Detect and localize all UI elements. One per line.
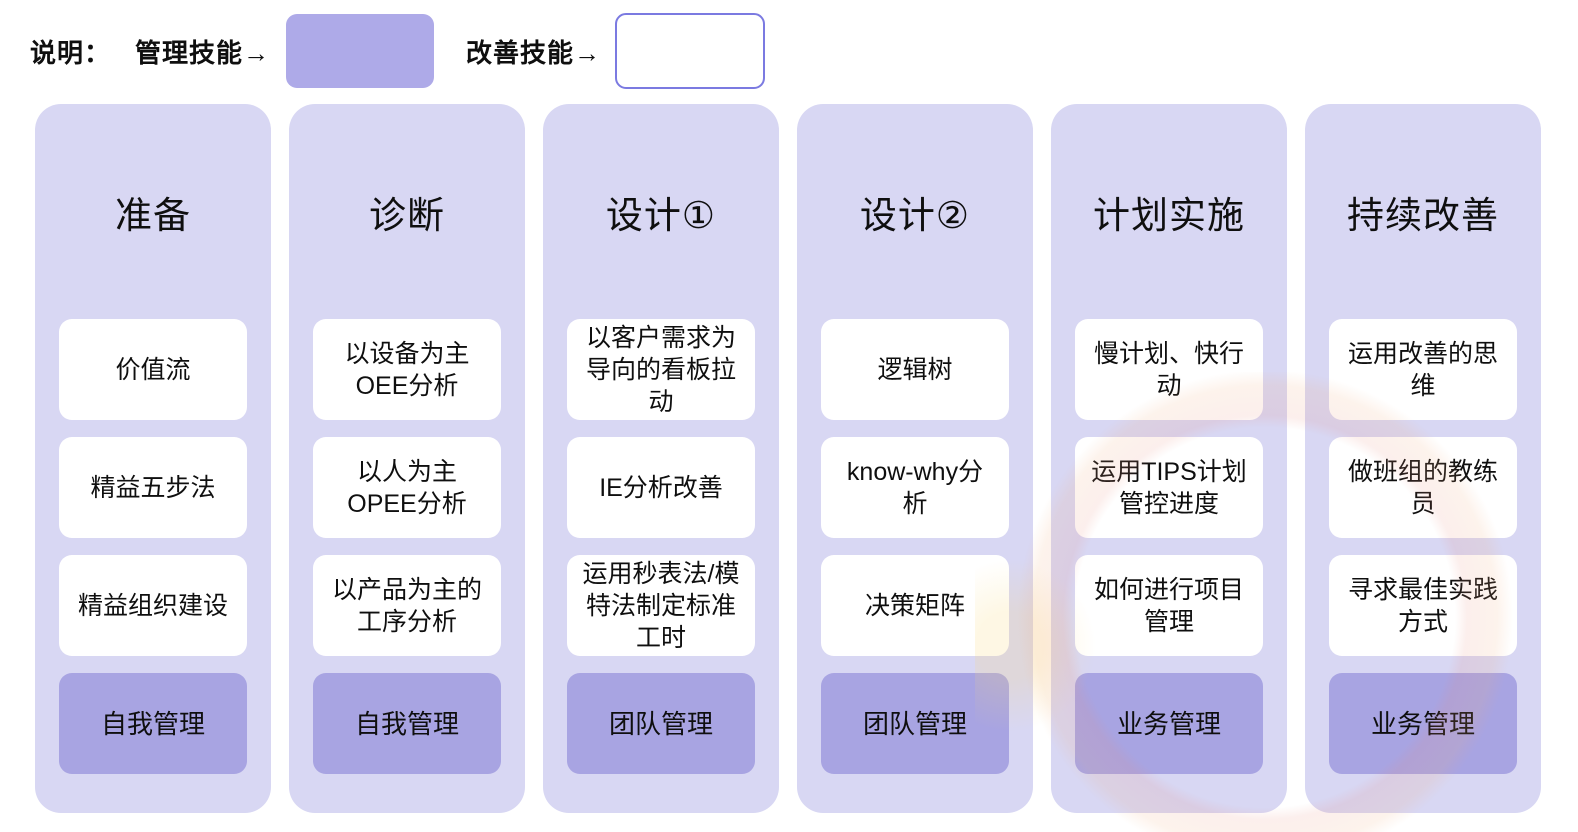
skill-card: IE分析改善: [567, 437, 755, 538]
skill-card: 如何进行项目管理: [1075, 555, 1263, 656]
stage-title: 诊断: [369, 194, 445, 236]
card-list: 逻辑树 know-why分析 决策矩阵 团队管理: [797, 319, 1033, 774]
skill-card: 慢计划、快行动: [1075, 319, 1263, 420]
skill-card: 寻求最佳实践方式: [1329, 555, 1517, 656]
improvement-skill-swatch: [615, 13, 766, 89]
management-skill-card: 自我管理: [313, 673, 501, 774]
skill-card: 精益五步法: [59, 437, 247, 538]
stage-column-plan-implement: 计划实施 慢计划、快行动 运用TIPS计划管控进度 如何进行项目管理 业务管理: [1051, 104, 1287, 813]
skill-card: 以产品为主的工序分析: [313, 555, 501, 656]
card-list: 慢计划、快行动 运用TIPS计划管控进度 如何进行项目管理 业务管理: [1051, 319, 1287, 774]
management-skill-card: 团队管理: [567, 673, 755, 774]
management-skill-card: 业务管理: [1075, 673, 1263, 774]
skill-matrix-board: 准备 价值流 精益五步法 精益组织建设 自我管理 诊断 以设备为主OEE分析 以…: [35, 104, 1578, 813]
stage-title: 持续改善: [1347, 194, 1499, 236]
card-list: 运用改善的思维 做班组的教练员 寻求最佳实践方式 业务管理: [1305, 319, 1541, 774]
card-list: 价值流 精益五步法 精益组织建设 自我管理: [35, 319, 271, 774]
skill-card: know-why分析: [821, 437, 1009, 538]
stage-column-design-2: 设计② 逻辑树 know-why分析 决策矩阵 团队管理: [797, 104, 1033, 813]
card-list: 以设备为主OEE分析 以人为主OPEE分析 以产品为主的工序分析 自我管理: [289, 319, 525, 774]
skill-card: 逻辑树: [821, 319, 1009, 420]
management-skill-card: 团队管理: [821, 673, 1009, 774]
skill-card: 以设备为主OEE分析: [313, 319, 501, 420]
legend-improvement-label: 改善技能→: [466, 37, 602, 68]
stage-title: 设计②: [859, 194, 971, 236]
management-skill-card: 自我管理: [59, 673, 247, 774]
skill-card: 做班组的教练员: [1329, 437, 1517, 538]
stage-column-design-1: 设计① 以客户需求为导向的看板拉动 IE分析改善 运用秒表法/模特法制定标准工时…: [543, 104, 779, 813]
card-list: 以客户需求为导向的看板拉动 IE分析改善 运用秒表法/模特法制定标准工时 团队管…: [543, 319, 779, 774]
stage-title: 准备: [115, 194, 191, 236]
stage-title: 设计①: [605, 194, 717, 236]
skill-card: 运用改善的思维: [1329, 319, 1517, 420]
stage-title: 计划实施: [1093, 194, 1245, 236]
legend: 说明： 管理技能→ 改善技能→: [30, 12, 1578, 90]
management-skill-swatch: [286, 14, 435, 88]
stage-column-diagnose: 诊断 以设备为主OEE分析 以人为主OPEE分析 以产品为主的工序分析 自我管理: [289, 104, 525, 813]
skill-card: 以人为主OPEE分析: [313, 437, 501, 538]
skill-card: 价值流: [59, 319, 247, 420]
skill-card: 运用TIPS计划管控进度: [1075, 437, 1263, 538]
stage-column-continuous-improve: 持续改善 运用改善的思维 做班组的教练员 寻求最佳实践方式 业务管理: [1305, 104, 1541, 813]
management-skill-card: 业务管理: [1329, 673, 1517, 774]
legend-management-label: 管理技能→: [135, 37, 271, 68]
skill-card: 运用秒表法/模特法制定标准工时: [567, 555, 755, 656]
stage-column-prepare: 准备 价值流 精益五步法 精益组织建设 自我管理: [35, 104, 271, 813]
skill-card: 以客户需求为导向的看板拉动: [567, 319, 755, 420]
skill-card: 精益组织建设: [59, 555, 247, 656]
legend-prefix-label: 说明：: [30, 37, 112, 68]
skill-card: 决策矩阵: [821, 555, 1009, 656]
